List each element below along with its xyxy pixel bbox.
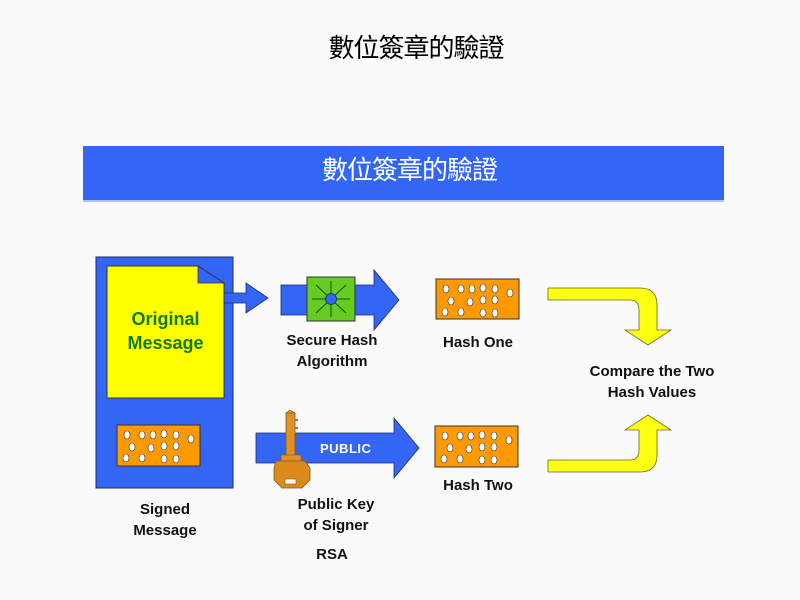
public-arrow-label: PUBLIC bbox=[320, 441, 372, 456]
hash-one-caption: Hash One bbox=[442, 334, 514, 351]
key-icon bbox=[273, 409, 311, 489]
signed-message-caption-line-2: Message bbox=[133, 522, 197, 539]
banner-title: 數位簽章的驗證 bbox=[321, 156, 498, 186]
original-message-label: Original Message bbox=[107, 307, 224, 355]
compare-arrow-top bbox=[547, 287, 673, 346]
hash-two-caption: Hash Two bbox=[443, 477, 513, 494]
compare-caption-line-1: Compare the Two bbox=[589, 363, 715, 380]
hash-algorithm-caption-line-1: Secure Hash bbox=[286, 332, 378, 349]
compare-caption: Compare the Two Hash Values bbox=[566, 361, 738, 403]
hash-one-block bbox=[435, 278, 520, 320]
compare-arrow-bottom bbox=[547, 414, 673, 473]
page-title: 數位簽章的驗證 bbox=[328, 34, 504, 64]
hash-algorithm-caption: Secure Hash Algorithm bbox=[262, 330, 402, 372]
public-key-caption-line-2: of Signer bbox=[303, 517, 369, 534]
original-message-line-1: Original bbox=[131, 309, 200, 329]
signed-message-caption: Signed Message bbox=[100, 499, 230, 541]
original-message-document bbox=[106, 265, 225, 399]
original-message-line-2: Message bbox=[127, 333, 204, 353]
rsa-label: RSA bbox=[316, 546, 348, 563]
message-to-hash-arrow bbox=[223, 282, 269, 314]
title-banner: 數位簽章的驗證 bbox=[83, 146, 724, 202]
compare-caption-line-2: Hash Values bbox=[607, 384, 697, 401]
signed-message-caption-line-1: Signed bbox=[139, 501, 190, 518]
signature-hash-block bbox=[116, 424, 201, 467]
hash-algorithm-icon bbox=[306, 276, 356, 322]
hash-two-block bbox=[434, 425, 519, 468]
document-fold-corner bbox=[197, 265, 226, 284]
public-key-caption: Public Key of Signer bbox=[266, 494, 406, 536]
hash-algorithm-caption-line-2: Algorithm bbox=[296, 353, 368, 370]
public-key-caption-line-1: Public Key bbox=[297, 496, 375, 513]
